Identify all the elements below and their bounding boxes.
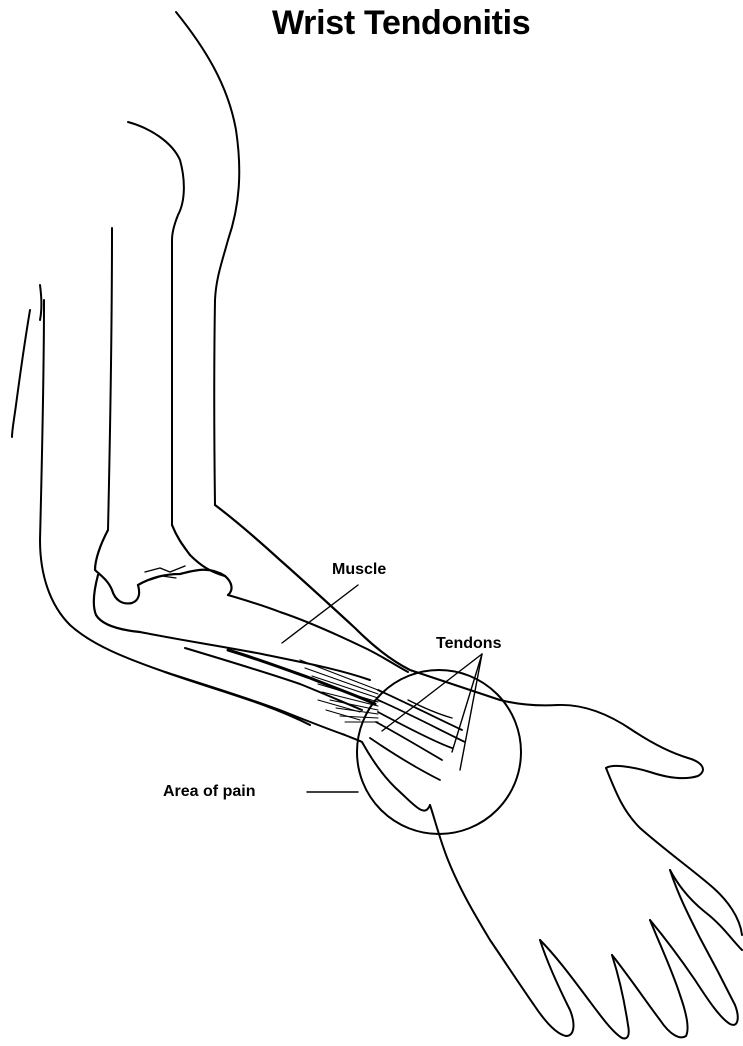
forearm-outline	[140, 595, 408, 742]
upper-arm-outline	[12, 12, 310, 725]
muscle-label: Muscle	[332, 561, 386, 579]
hand-outline	[362, 670, 742, 1038]
area-of-pain-label: Area of pain	[163, 783, 255, 801]
area-of-pain-circle	[357, 670, 521, 834]
tendons-label: Tendons	[436, 635, 501, 653]
page-title: Wrist Tendonitis	[272, 4, 530, 43]
elbow-outline	[94, 505, 410, 670]
